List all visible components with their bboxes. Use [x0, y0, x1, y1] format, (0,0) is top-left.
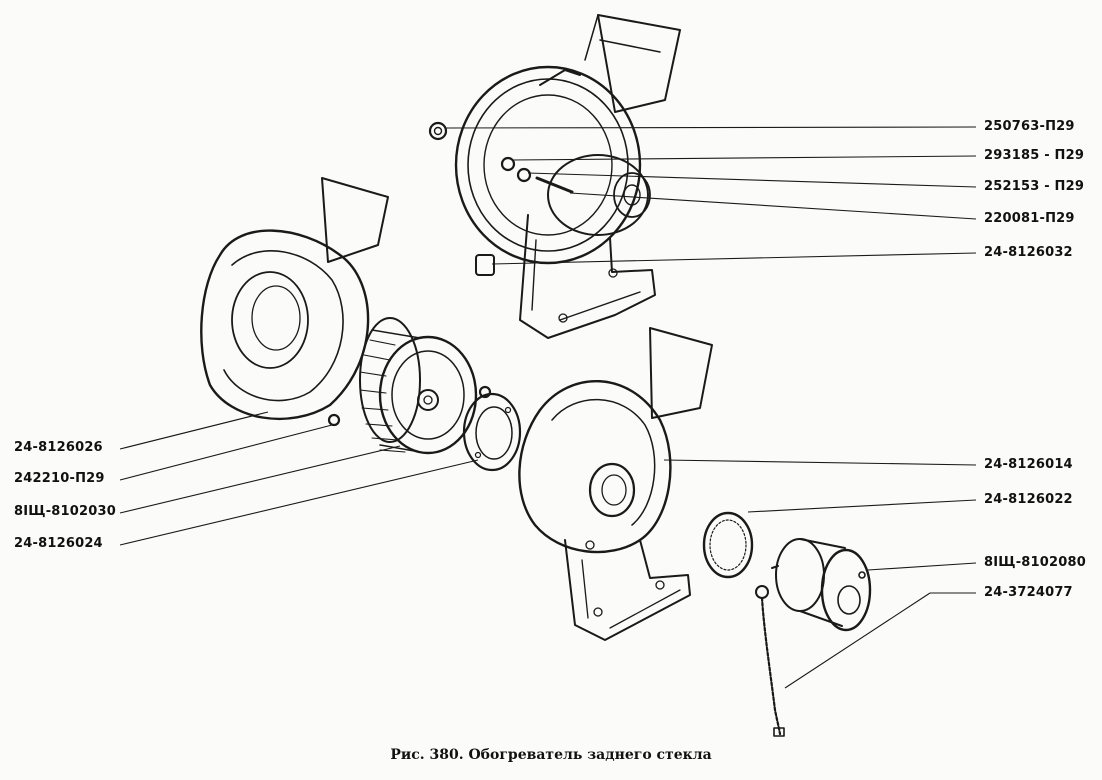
callout-250763: 250763-П29: [984, 119, 1075, 134]
callout-24-3724077: 24-3724077: [984, 585, 1073, 600]
left-housing-cover: [200, 177, 389, 421]
callout-24-8126014: 24-8126014: [984, 457, 1073, 472]
figure-caption: Рис. 380. Обогреватель заднего стекла: [390, 747, 712, 763]
gasket-ring: [462, 392, 522, 472]
callout-242210: 242210-П29: [14, 471, 105, 486]
fan-impeller: [359, 317, 478, 455]
callout-220081: 220081-П29: [984, 211, 1075, 226]
seal-ring: [702, 511, 754, 579]
nut-242210: [327, 413, 341, 427]
center-housing: [518, 327, 713, 641]
leader-lines: [119, 126, 977, 689]
callout-293185: 293185 - П29: [984, 148, 1085, 163]
callout-252153: 252153 - П29: [984, 179, 1085, 194]
callout-8102080: 8IЩ-8102080: [984, 555, 1087, 570]
callout-24-8126024: 24-8126024: [14, 536, 103, 551]
callout-8102030: 8IЩ-8102030: [14, 504, 117, 519]
callout-24-8126022: 24-8126022: [984, 492, 1073, 507]
electric-motor: [771, 538, 872, 632]
assembled-heater-unit: [428, 14, 681, 339]
callout-24-8126026: 24-8126026: [14, 440, 103, 455]
washer-small: [478, 385, 492, 399]
wire-lead: [755, 585, 785, 737]
callout-24-8126032: 24-8126032: [984, 245, 1073, 260]
